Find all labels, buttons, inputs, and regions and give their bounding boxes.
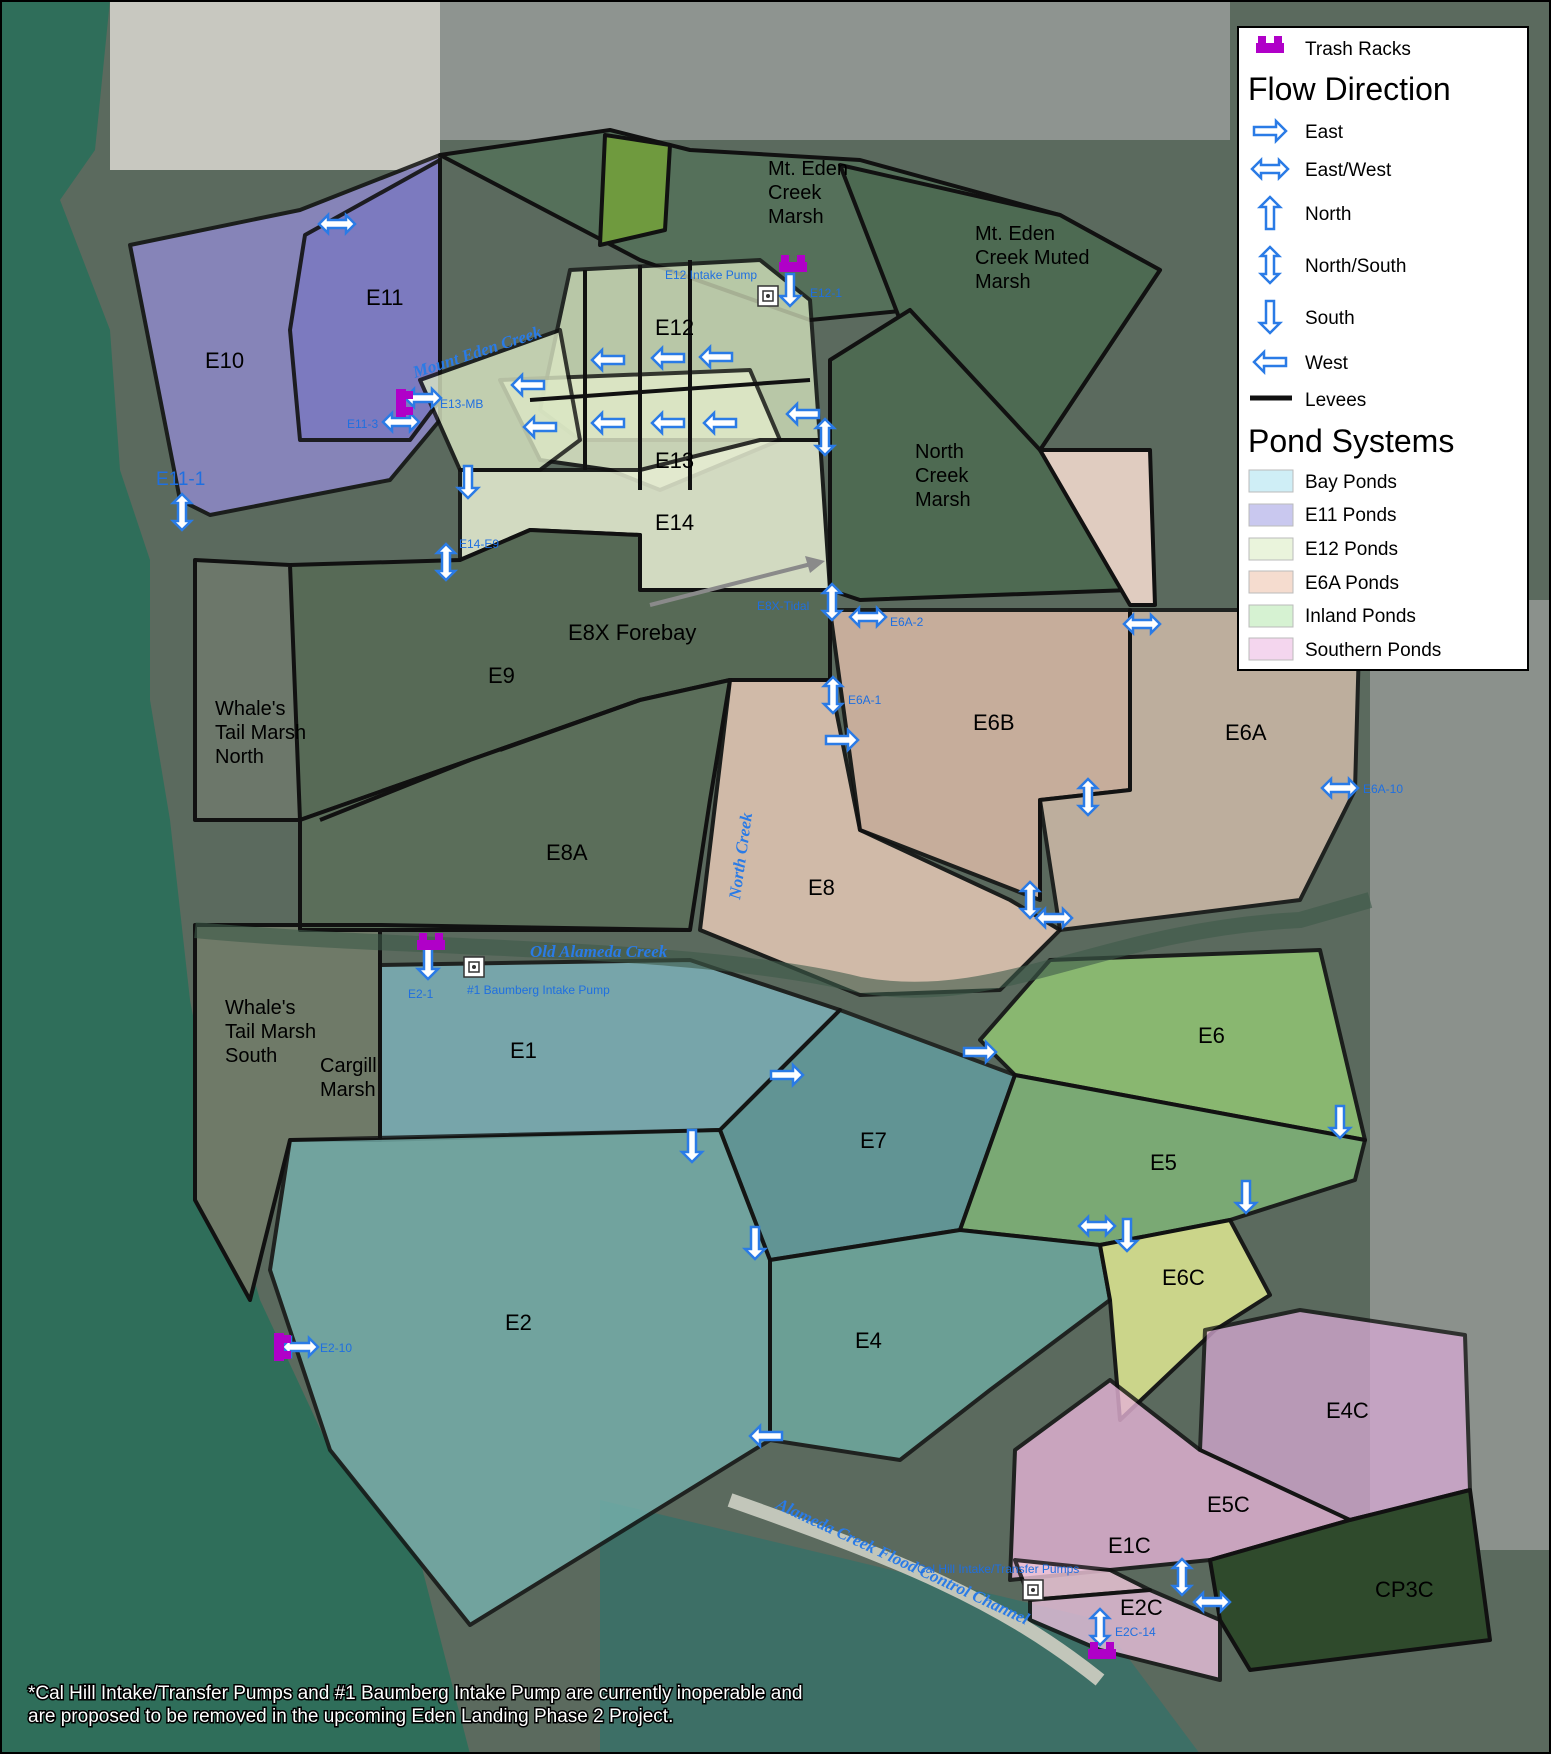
marsh-label-north-creek: North Creek Marsh: [915, 441, 974, 511]
legend-pond-inland: Inland Ponds: [1305, 606, 1416, 627]
legend-flow-eastwest: East/West: [1305, 160, 1392, 181]
pond-label-E14: E14: [655, 510, 694, 535]
marsh-label-mt-eden: Mt. Eden Creek Marsh: [768, 158, 854, 228]
pond-whales-north: [193, 558, 302, 822]
pond-label-E10: E10: [205, 348, 244, 373]
pump-icon: [757, 285, 779, 307]
legend-pond-e12: E12 Ponds: [1305, 539, 1398, 560]
label-cal-hill: Cal Hill Intake/Transfer Pumps: [917, 1562, 1079, 1576]
legend-levees: Levees: [1305, 390, 1366, 411]
pond-label-E7: E7: [860, 1128, 887, 1153]
legend-pond-e11: E11 Ponds: [1305, 505, 1397, 526]
pond-label-E6B: E6B: [973, 710, 1015, 735]
label-e6a-2: E6A-2: [890, 615, 924, 629]
legend-pond-southern: Southern Ponds: [1305, 640, 1441, 661]
legend-pond-bay: Bay Ponds: [1305, 472, 1397, 493]
pond-label-E8A: E8A: [546, 840, 588, 865]
legend-box: [1237, 26, 1529, 671]
legend-flow-north: North: [1305, 204, 1351, 225]
marsh-label-mt-eden-muted: Mt. Eden Creek Muted Marsh: [975, 223, 1095, 293]
legend-pond-title: Pond Systems: [1248, 423, 1454, 459]
legend-flow-northsouth: North/South: [1305, 256, 1406, 277]
label-e6a-10: E6A-10: [1363, 782, 1403, 796]
marsh-label-whales-north: Whale's Tail Marsh North: [215, 698, 312, 768]
label-e11-1: E11-1: [156, 469, 205, 490]
e8x-pointer-arrow: [649, 561, 816, 607]
old-alameda-creek-channel: [194, 892, 1373, 998]
pond-E2C: [1028, 1588, 1222, 1682]
pond-label-E4: E4: [855, 1328, 882, 1353]
legend-swatch-1: [1248, 503, 1294, 527]
label-e12-1: E12-1: [810, 286, 842, 300]
label-e12-intake: E12 Intake Pump: [665, 268, 757, 282]
pond-label-E13: E13: [655, 448, 694, 473]
legend-pond-e6a: E6A Ponds: [1305, 573, 1399, 594]
pond-label-E4C: E4C: [1326, 1398, 1369, 1423]
pump-icon: [463, 956, 485, 978]
pond-CP3C: [1208, 1488, 1492, 1672]
label-e8x-tidal: E8X-Tidal: [757, 599, 809, 613]
pond-label-E9: E9: [488, 663, 515, 688]
pond-green-small: [598, 133, 672, 247]
salt-ponds-northwest: [110, 0, 440, 170]
pond-label-E5: E5: [1150, 1150, 1177, 1175]
label-e2-1: E2-1: [408, 987, 434, 1001]
pond-label-E8: E8: [808, 875, 835, 900]
pond-label-E6: E6: [1198, 1023, 1225, 1048]
legend: Trash Racks Flow Direction East East/Wes…: [1237, 26, 1529, 671]
label-e14-e9: E14-E9: [459, 537, 499, 551]
creek-label-old-alameda: Old Alameda Creek: [530, 942, 668, 961]
pond-salt-topright: [1038, 448, 1157, 607]
footnote: *Cal Hill Intake/Transfer Pumps and #1 B…: [27, 1682, 804, 1729]
legend-flow-east: East: [1305, 122, 1344, 143]
pond-E4: [768, 1228, 1112, 1462]
legend-swatch-5: [1248, 637, 1294, 661]
pond-label-E1: E1: [510, 1038, 537, 1063]
pond-label-E2: E2: [505, 1310, 532, 1335]
label-e11-3: E11-3: [347, 417, 378, 431]
pond-label-CP3C: CP3C: [1375, 1577, 1434, 1602]
bay-water: [0, 0, 470, 1754]
pond-label-E6C: E6C: [1162, 1265, 1205, 1290]
marsh-label-cargill: Cargill Marsh: [320, 1055, 382, 1101]
label-baumberg: #1 Baumberg Intake Pump: [467, 983, 610, 997]
label-e13-mb: E13-MB: [440, 397, 483, 411]
marsh-label-whales-south: Whale's Tail Marsh South: [225, 997, 322, 1067]
label-e6a-1: E6A-1: [848, 693, 882, 707]
flood-control-channel: [727, 1493, 1105, 1686]
pond-label-E11: E11: [366, 285, 404, 310]
pond-muted-marsh: [838, 163, 1162, 452]
pond-polygons: [128, 128, 1492, 1682]
pond-label-E2C: E2C: [1120, 1595, 1163, 1620]
label-e2-10: E2-10: [320, 1341, 352, 1355]
label-e2c-14: E2C-14: [1115, 1625, 1156, 1639]
legend-trash-racks: Trash Racks: [1305, 39, 1411, 60]
legend-swatch-3: [1248, 570, 1294, 594]
urban-area-north: [440, 0, 1230, 140]
pump-icon: [1022, 1579, 1044, 1601]
legend-swatch-4: [1248, 604, 1294, 628]
legend-swatch-2: [1248, 537, 1294, 561]
pond-label-E6A: E6A: [1225, 720, 1267, 745]
south-water: [600, 1500, 1200, 1754]
pond-label-E1C: E1C: [1108, 1533, 1151, 1558]
footnote-line-1: *Cal Hill Intake/Transfer Pumps and #1 B…: [28, 1683, 802, 1704]
pond-label-E8X: E8X Forebay: [568, 620, 696, 645]
footnote-line-2: are proposed to be removed in the upcomi…: [28, 1706, 673, 1727]
legend-pond-swatches: [1248, 469, 1294, 661]
pond-E2: [268, 1128, 772, 1627]
legend-swatch-0: [1248, 469, 1294, 493]
legend-flow-south: South: [1305, 308, 1355, 329]
legend-flow-title: Flow Direction: [1248, 71, 1451, 107]
pond-E12-west: [418, 328, 582, 472]
pond-label-E5C: E5C: [1207, 1492, 1250, 1517]
pond-label-E12: E12: [655, 315, 694, 340]
legend-flow-west: West: [1305, 353, 1349, 374]
levee-lines: [200, 260, 1042, 932]
